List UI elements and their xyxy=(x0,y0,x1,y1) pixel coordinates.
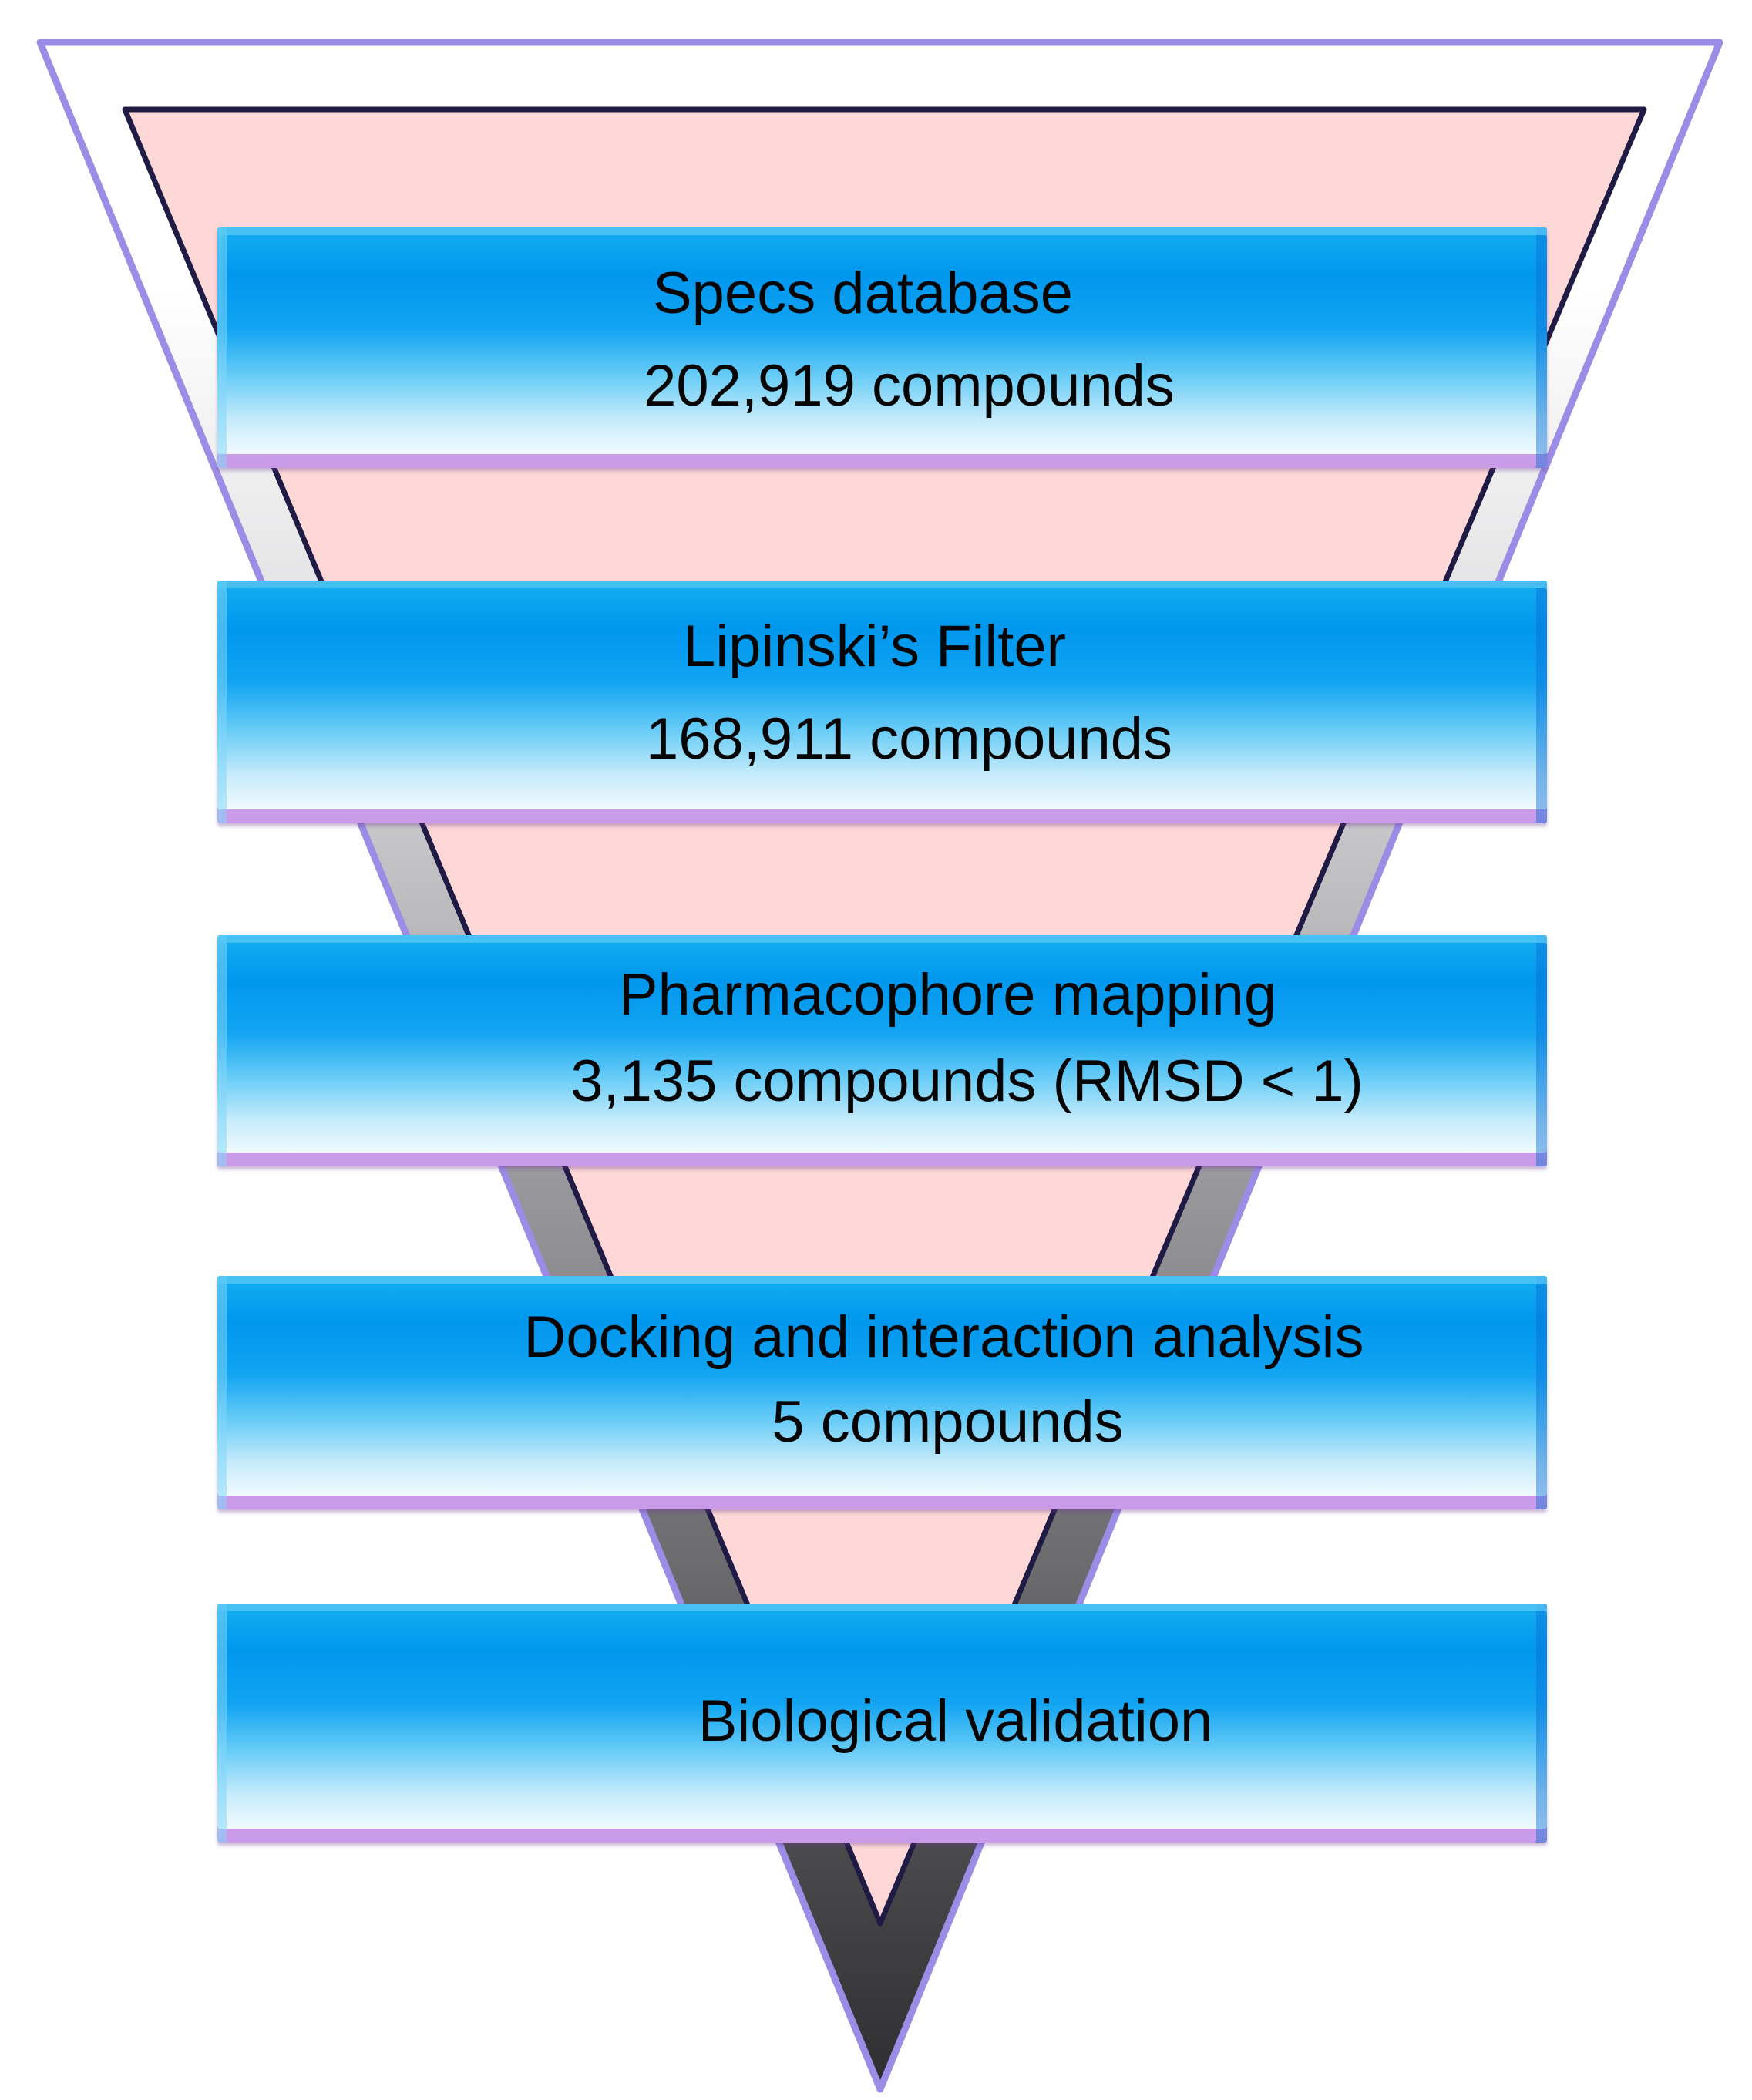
stage-count: 5 compounds xyxy=(772,1389,1124,1455)
stage-title: Biological validation xyxy=(698,1688,1213,1754)
stage-title: Specs database xyxy=(652,261,1074,326)
funnel-stage-lipinski-filter: Lipinski’s Filter 168,911 compounds xyxy=(217,581,1547,823)
stage-count: 3,135 compounds (RMSD < 1) xyxy=(570,1048,1364,1114)
stage-count: 168,911 compounds xyxy=(645,706,1173,772)
stage-title: Pharmacophore mapping xyxy=(618,962,1277,1028)
stage-count: 202,919 compounds xyxy=(644,353,1175,419)
stage-title: Lipinski’s Filter xyxy=(683,614,1066,679)
funnel-stage-specs-database: Specs database 202,919 compounds xyxy=(217,227,1547,468)
funnel-stage-docking-analysis: Docking and interaction analysis 5 compo… xyxy=(217,1276,1547,1509)
funnel-stage-biological-validation: Biological validation xyxy=(217,1604,1547,1843)
stage-title: Docking and interaction analysis xyxy=(523,1304,1364,1370)
funnel-stage-pharmacophore-mapping: Pharmacophore mapping 3,135 compounds (R… xyxy=(217,935,1547,1166)
